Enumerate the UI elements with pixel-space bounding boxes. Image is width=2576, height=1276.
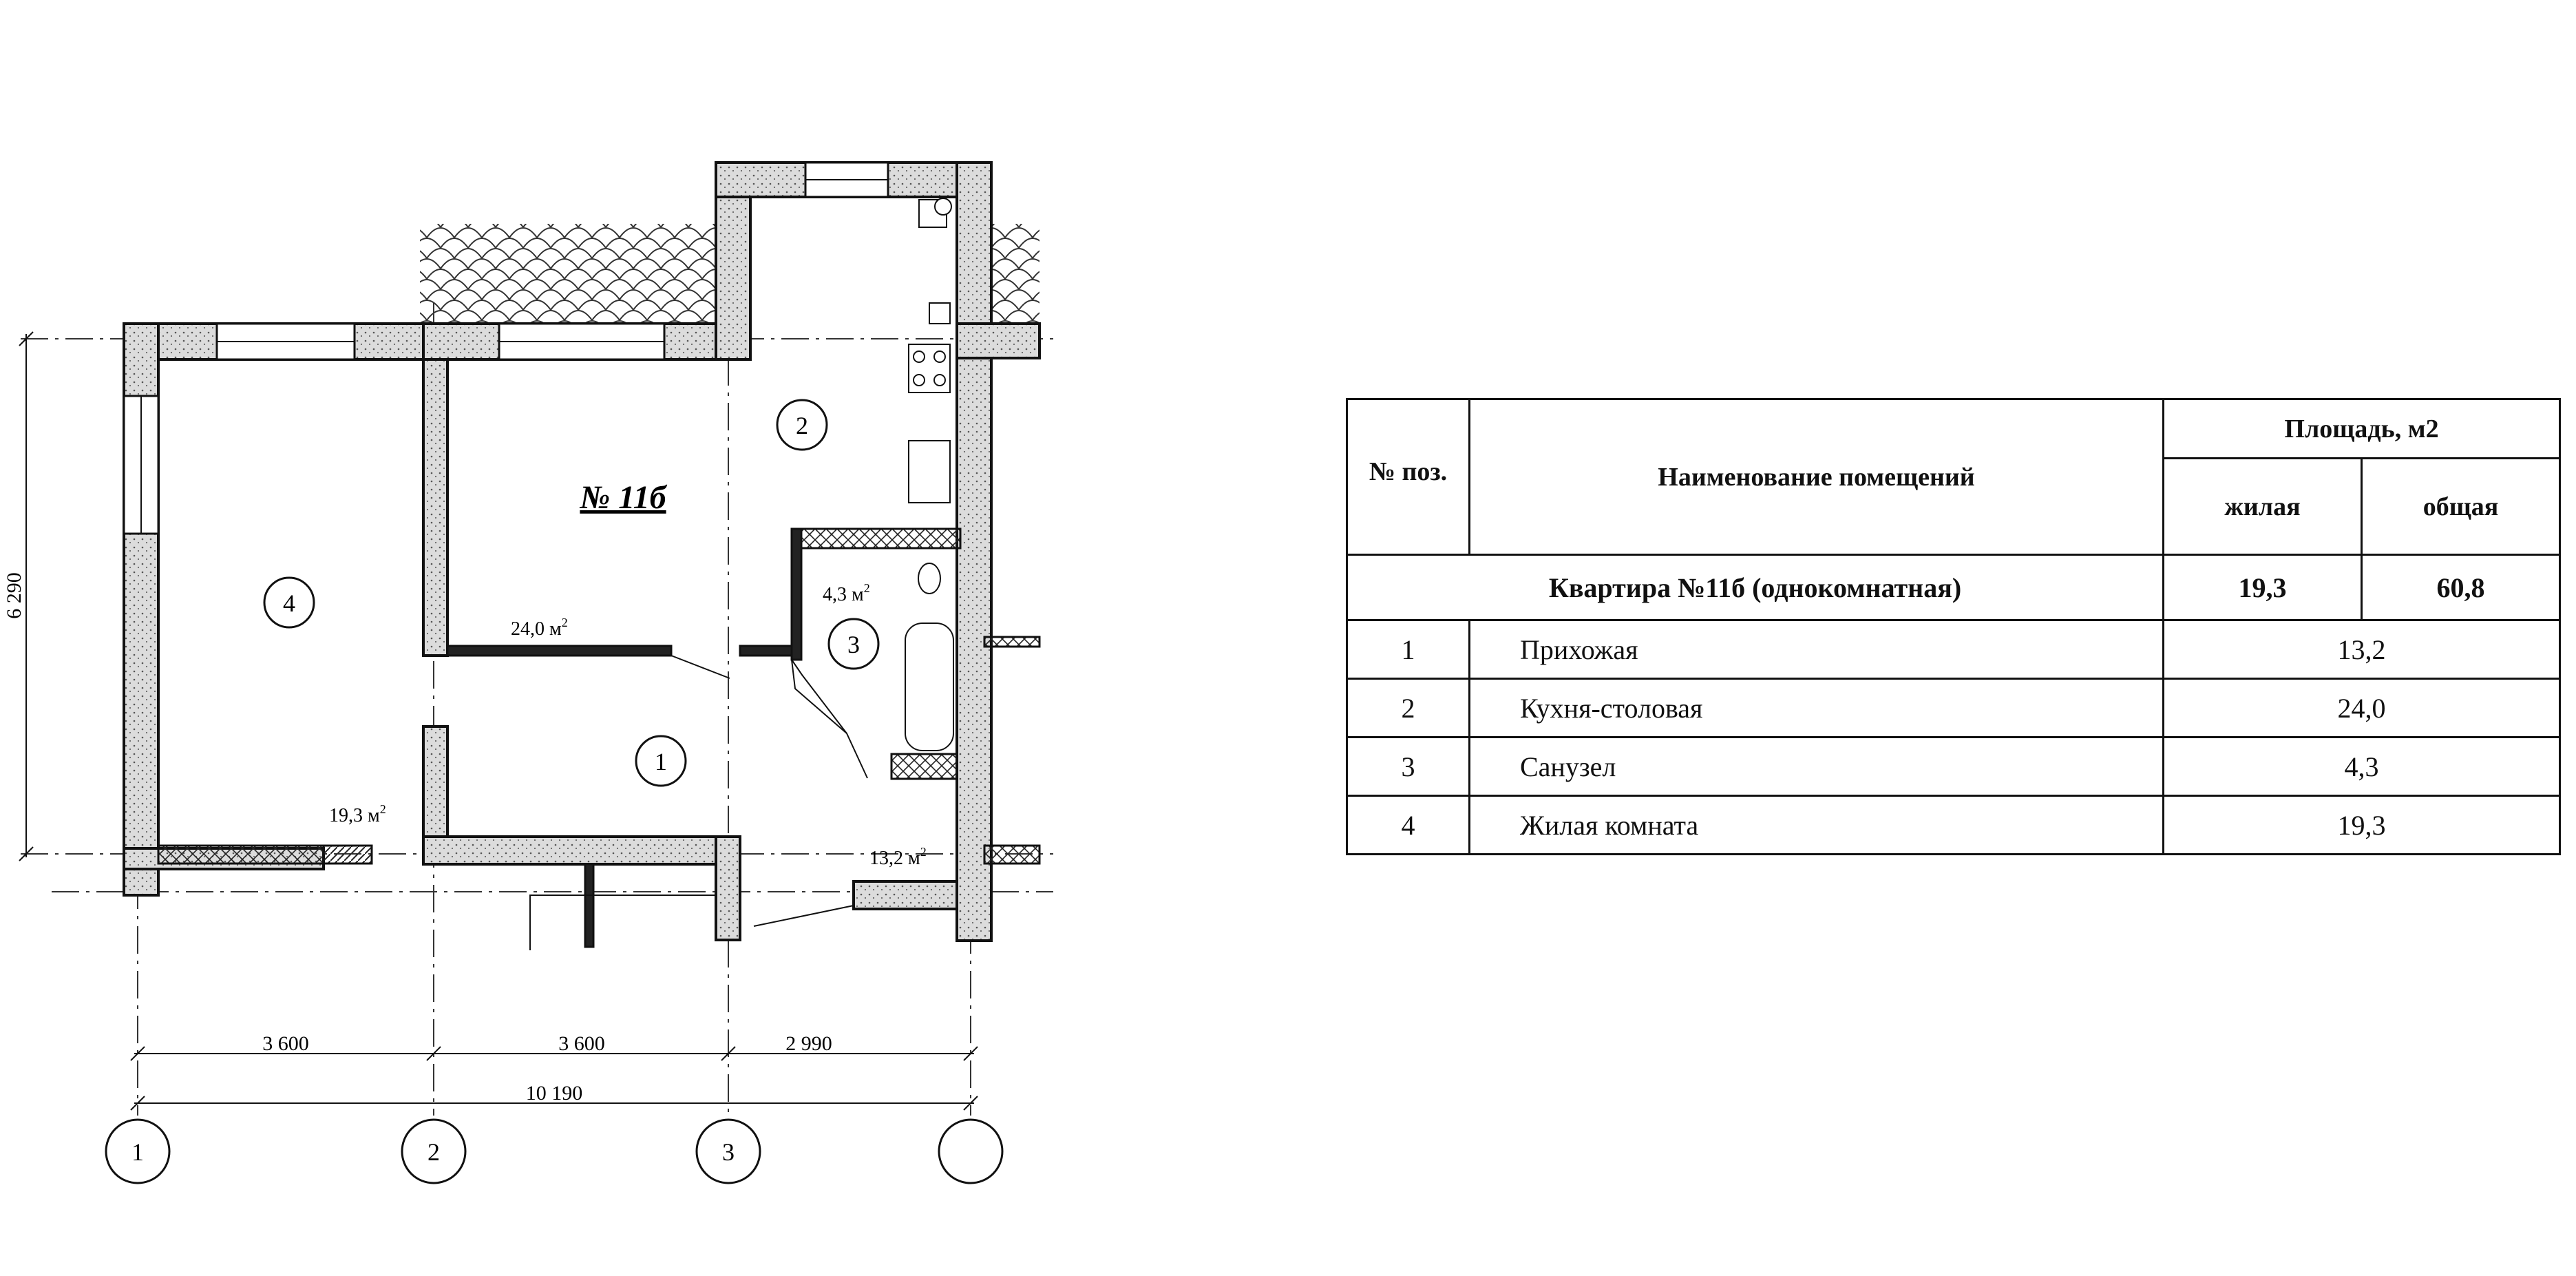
row-number: 3: [1346, 736, 1470, 797]
axis-label: 2: [427, 1138, 440, 1166]
doors: [529, 655, 868, 950]
row-area: 19,3: [2162, 795, 2562, 855]
roof-tiles-right: [991, 224, 1039, 337]
axis-markers: [105, 1118, 1004, 1184]
apartment-total-area: 60,8: [2360, 554, 2562, 621]
row-number: 4: [1346, 795, 1470, 855]
room-number: 1: [655, 748, 667, 775]
area-unit-superscript: 2: [562, 616, 568, 629]
header-room-name: Наименование помещений: [1468, 398, 2164, 556]
room-area-value: 24,0 м: [511, 618, 562, 640]
room-number: 2: [796, 412, 808, 439]
row-room-name: Жилая комната: [1468, 795, 2164, 855]
area-unit-superscript: 2: [920, 845, 927, 859]
room-area-label: 24,0 м2: [511, 616, 568, 640]
row-area: 13,2: [2162, 619, 2562, 680]
dimension-text: 2 990: [785, 1032, 832, 1055]
room-markers: [263, 399, 880, 787]
header-total-area: общая: [2360, 457, 2562, 556]
row-room-name: Прихожая: [1468, 619, 2164, 680]
apartment-title: Квартира №11б (однокомнатная): [1346, 554, 2164, 621]
dimension-text: 3 600: [558, 1032, 605, 1055]
fixtures: [905, 198, 954, 751]
room-area-label: 13,2 м2: [869, 845, 927, 869]
partitions: [157, 527, 1041, 948]
row-room-name: Кухня-столовая: [1468, 678, 2164, 738]
row-area: 4,3: [2162, 736, 2562, 797]
apartment-living-area: 19,3: [2162, 554, 2363, 621]
room-area-label: 19,3 м2: [329, 802, 386, 826]
roof-tiles: [420, 224, 716, 337]
room-area-value: 19,3 м: [329, 805, 380, 826]
table-row: 4 Жилая комната 19,3: [1346, 795, 2562, 855]
table-row: 1 Прихожая 13,2: [1346, 619, 2562, 680]
apartment-label: № 11б: [579, 479, 667, 516]
row-number: 1: [1346, 619, 1470, 680]
area-unit-superscript: 2: [380, 802, 386, 816]
dimension-text: 10 190: [526, 1082, 583, 1105]
header-area: Площадь, м2: [2162, 398, 2562, 459]
table-row: 2 Кухня-столовая 24,0: [1346, 678, 2562, 738]
header-position-number: № поз.: [1346, 398, 1470, 556]
dimension-lines: [19, 331, 978, 1111]
area-unit-superscript: 2: [864, 581, 870, 595]
room-number: 4: [283, 589, 295, 617]
axis-label: 1: [131, 1138, 144, 1166]
room-schedule-table: № поз. Наименование помещений Площадь, м…: [1346, 398, 2562, 855]
floor-plan: 1 2 3 4 13,2 м2 24,0 м2 4,3 м2 19,3 м2 №…: [3, 161, 1053, 1184]
row-area: 24,0: [2162, 678, 2562, 738]
axis-label: 3: [722, 1138, 735, 1166]
windows: [123, 161, 889, 535]
table-row: 3 Санузел 4,3: [1346, 736, 2562, 797]
header-living-area: жилая: [2162, 457, 2363, 556]
room-number: 3: [847, 631, 860, 658]
row-number: 2: [1346, 678, 1470, 738]
room-area-value: 4,3 м: [823, 584, 864, 605]
dimension-text: 3 600: [262, 1032, 309, 1055]
dimension-text: 6 290: [3, 572, 25, 619]
apartment-summary-row: Квартира №11б (однокомнатная) 19,3 60,8: [1346, 554, 2562, 621]
room-area-value: 13,2 м: [869, 848, 920, 869]
row-room-name: Санузел: [1468, 736, 2164, 797]
room-area-label: 4,3 м2: [823, 581, 870, 605]
axis-lines: [21, 303, 1053, 1116]
